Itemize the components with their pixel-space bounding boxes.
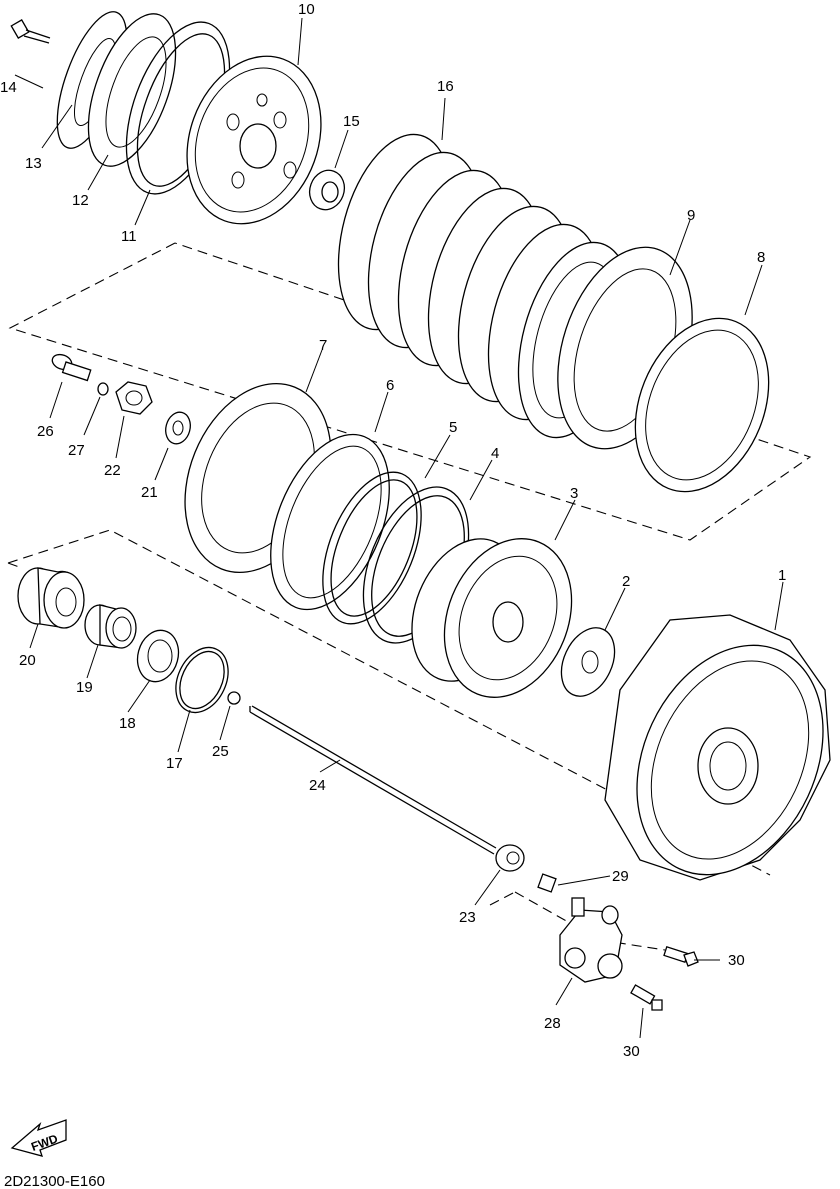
callout-30b: 30	[623, 1043, 640, 1060]
callout-6: 6	[386, 377, 394, 394]
part-29-pin	[537, 873, 557, 893]
callout-2: 2	[622, 573, 630, 590]
callout-24: 24	[309, 777, 326, 794]
part-5-ring	[322, 471, 422, 625]
part-8-friction-plate	[634, 317, 770, 493]
part-21-lock-washer	[165, 411, 191, 445]
callout-17: 17	[166, 755, 183, 772]
part-1-clutch-housing	[604, 614, 831, 881]
callout-25: 25	[212, 743, 229, 760]
part-12-plate	[87, 13, 177, 167]
part-15-bearing	[308, 169, 346, 211]
part-10-pressure-plate	[186, 55, 322, 225]
part-25-ball	[227, 691, 241, 705]
callout-20: 20	[19, 652, 36, 669]
callout-labels: 1 2 3 4 5 6 7 8 9 10 11 12 13 14 15 16 1…	[0, 1, 786, 1060]
part-18-bearing	[136, 629, 180, 683]
callout-29: 29	[612, 868, 629, 885]
callout-30a: 30	[728, 952, 745, 969]
callout-28: 28	[544, 1015, 561, 1032]
callout-7: 7	[319, 337, 327, 354]
part-19-bushing	[84, 604, 137, 649]
part-30-bolt-lower	[630, 984, 663, 1011]
part-23-seal	[495, 844, 525, 872]
callout-12: 12	[72, 192, 89, 209]
part-14-bolt	[10, 19, 51, 44]
callout-3: 3	[570, 485, 578, 502]
callout-4: 4	[491, 445, 499, 462]
callout-10: 10	[298, 1, 315, 18]
callout-13: 13	[25, 155, 42, 172]
part-20-spacer	[17, 567, 85, 629]
callout-5: 5	[449, 419, 457, 436]
diagram-code: 2D21300-E160	[4, 1173, 105, 1189]
part-26-bolt	[51, 353, 92, 382]
callout-22: 22	[104, 462, 121, 479]
callout-23: 23	[459, 909, 476, 926]
callout-27: 27	[68, 442, 85, 459]
leader-lines	[14, 17, 784, 1039]
callout-26: 26	[37, 423, 54, 440]
part-24-push-rod	[249, 705, 497, 855]
callout-11: 11	[121, 228, 137, 245]
part-17-washer	[175, 646, 229, 714]
callout-19: 19	[76, 679, 93, 696]
callout-9: 9	[687, 207, 695, 224]
callout-14: 14	[0, 79, 17, 96]
fwd-arrow-icon: FWD	[10, 1119, 67, 1157]
part-3-clutch-boss	[411, 538, 573, 698]
callout-15: 15	[343, 113, 360, 130]
part-27-o-ring	[97, 382, 109, 396]
callout-21: 21	[141, 484, 158, 501]
part-28-lever-assembly	[559, 897, 623, 983]
part-22-nut	[115, 381, 153, 415]
callout-8: 8	[757, 249, 765, 266]
callout-16: 16	[437, 78, 454, 95]
part-2-thrust-washer	[560, 627, 616, 697]
part-6-friction-plate	[270, 433, 390, 611]
part-30-bolt-upper	[663, 945, 699, 967]
clutch-plate-stack	[337, 133, 633, 439]
callout-1: 1	[778, 567, 786, 584]
callout-18: 18	[119, 715, 136, 732]
